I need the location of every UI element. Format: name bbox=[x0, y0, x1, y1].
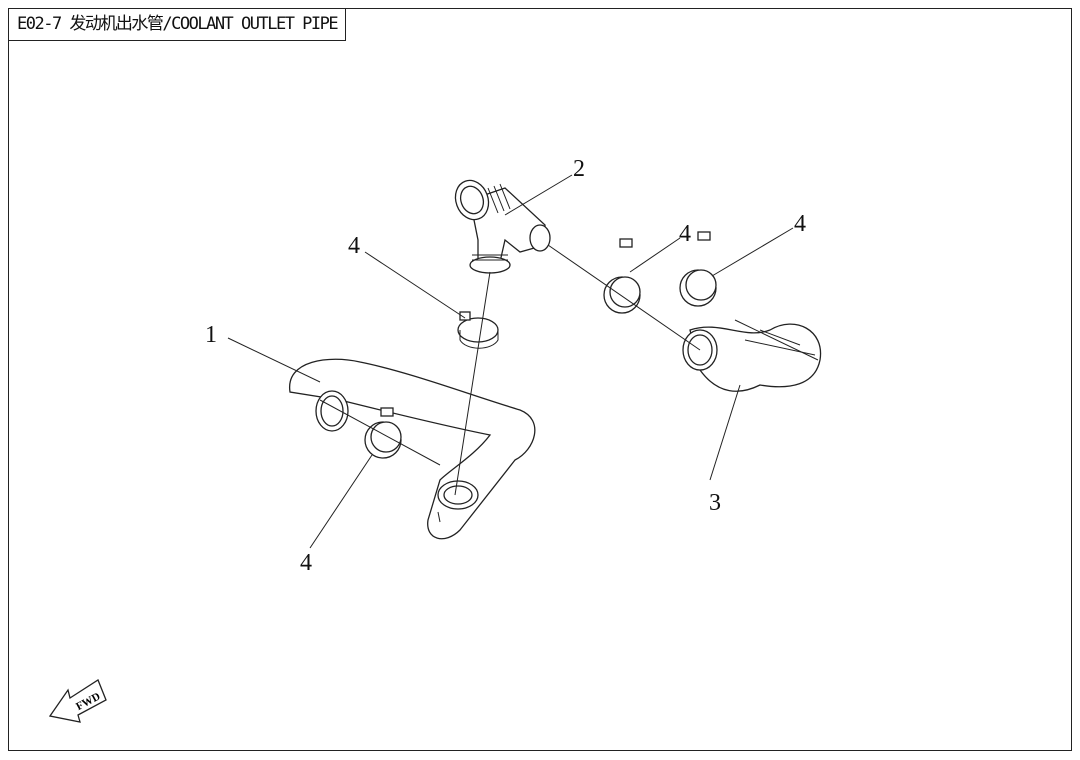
callout-4-clamp-b: 4 bbox=[679, 221, 691, 247]
part-2-tee-fitting[interactable] bbox=[450, 176, 551, 274]
callout-1: 1 bbox=[205, 322, 217, 348]
callout-3: 3 bbox=[709, 490, 721, 516]
hose-clamp-d[interactable] bbox=[364, 407, 402, 459]
drawing-frame bbox=[8, 8, 1072, 751]
callout-4-clamp-d: 4 bbox=[300, 550, 312, 576]
callout-4-clamp-c: 4 bbox=[794, 211, 806, 237]
diagram-title: E02-7 发动机出水管/COOLANT OUTLET PIPE bbox=[8, 8, 347, 41]
callout-2: 2 bbox=[573, 156, 585, 182]
part-1-outlet-pipe[interactable] bbox=[289, 358, 536, 540]
hose-clamp-b[interactable] bbox=[603, 238, 641, 314]
forward-arrow-icon: FWD bbox=[48, 679, 107, 723]
part-3-outlet-pipe[interactable] bbox=[682, 323, 822, 392]
callout-4-clamp-a: 4 bbox=[348, 233, 360, 259]
hose-clamp-c[interactable] bbox=[679, 231, 717, 307]
hose-clamp-a[interactable] bbox=[457, 311, 499, 349]
